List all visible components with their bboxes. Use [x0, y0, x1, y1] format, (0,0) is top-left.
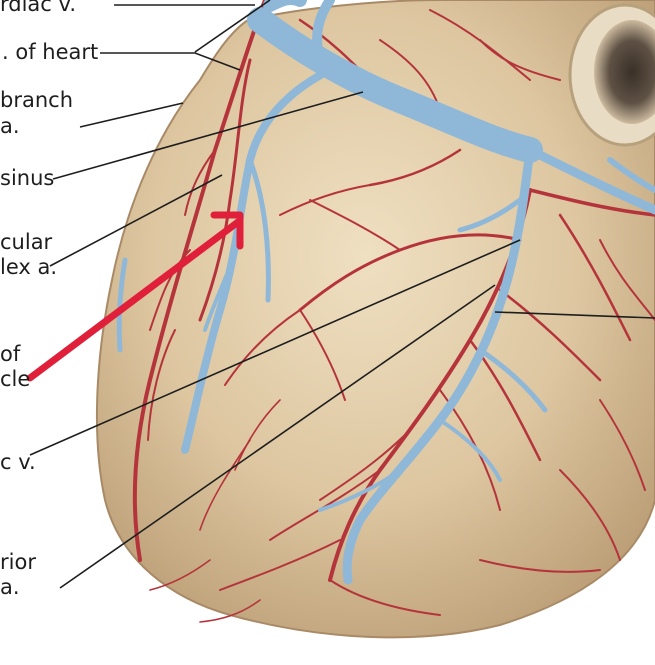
leader-cardiac-v: [29, 239, 521, 456]
leader-posterior: [59, 284, 496, 589]
label-posterior-2: a.: [0, 575, 20, 599]
leader-top: [194, 0, 271, 53]
leader-circumflex: [49, 174, 223, 267]
leader-right: [494, 311, 655, 319]
red-arrow-icon: [26, 211, 244, 382]
aortic-opening: [568, 3, 655, 147]
leader-heart: [100, 52, 241, 71]
label-circumflex-1: cular: [0, 230, 53, 254]
label-sinus: sinus: [0, 166, 55, 190]
label-cardiac-v: c v.: [0, 450, 36, 474]
label-ventricle-2: cle: [0, 367, 31, 391]
leader-branch: [79, 102, 184, 128]
label-ventricle-1: of: [0, 342, 21, 366]
label-posterior-1: rior: [0, 550, 36, 574]
label-branch: branch: [0, 88, 73, 112]
label-branch-a: a.: [0, 114, 20, 138]
label-of-heart: . of heart: [2, 40, 99, 64]
label-circumflex-2: lex a.: [0, 255, 58, 279]
label-cardiac-vein: rdiac v.: [0, 0, 76, 16]
leader-sinus: [52, 91, 364, 180]
leader-lines: [29, 0, 655, 589]
vein-network: [116, 0, 655, 585]
